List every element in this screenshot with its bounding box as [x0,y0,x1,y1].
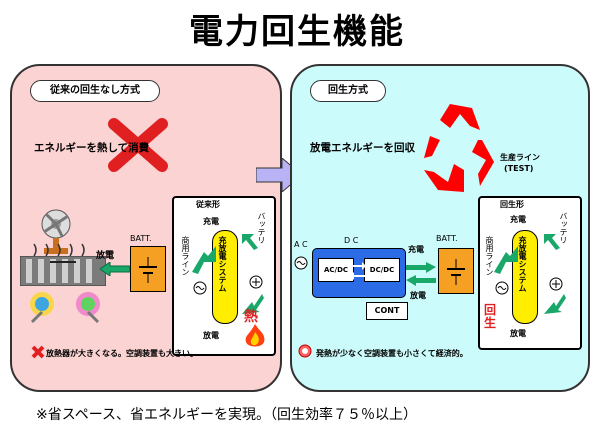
fan-icon [41,209,71,254]
page-title: 電力回生機能 [189,12,405,52]
conventional-method-label: 従来の回生なし方式 [30,80,160,102]
charge-label-right: 充電 [510,215,526,224]
dcdc-converter: DC/DC [364,258,400,282]
regen-energy-text: 放電エネルギーを回収 [310,142,415,154]
regenerative-note: 発熱が少なく空調装置も小さくて経済的。 [316,349,468,358]
charge-system-bar-right [512,230,538,324]
battery-icon [139,257,157,283]
battery-label-right: バッテリ [559,212,568,244]
charge-label-left: 充電 [203,217,219,226]
discharge-label-right: 放電 [510,329,526,338]
heat-wave-icon [33,243,85,257]
ac-label: A C [294,240,308,249]
discharge-label-left-bottom: 放電 [203,331,219,340]
cross-icon [108,118,168,172]
system-title-right: 回生形 [500,200,524,209]
production-line-label: 生産ライン [500,153,540,162]
regen-label: 回生 [484,303,497,330]
recycle-icon [424,104,494,192]
regenerative-method-label: 回生方式 [310,80,386,102]
circle-ok-icon [298,344,312,358]
heat-consume-text: エネルギーを熱して消費 [34,142,150,154]
ac-source-icon [294,256,308,270]
discharge-mid-label: 放電 [410,291,426,300]
dc-label: D C [344,236,359,245]
cross-small-icon [31,345,45,359]
flow-arrows-right [494,234,566,314]
battery-label-left: バッテリ [257,212,266,244]
bidirectional-arrow-icon [406,262,436,286]
batt-label-left: BATT. [130,234,152,243]
battery-box-left [130,246,166,292]
footer-note: ※省スペース、省エネルギーを実現。（回生効率７５％以上） [36,407,418,423]
commercial-line-left: 商用ライン [181,236,190,276]
charge-system-bar-left [212,230,238,324]
commercial-line-right: 商用ライン [485,236,494,276]
fire-icon [245,324,265,347]
system-label-left: 充放電システム [218,236,227,292]
system-title-left: 従来形 [196,200,220,209]
batt-label-right: BATT. [436,234,458,243]
arrow-left-icon [100,262,130,276]
charge-mid-label: 充電 [408,245,424,254]
bus-arrows-icon [350,262,366,280]
discharge-label-left: 放電 [96,251,115,261]
production-line-test-label: (TEST) [504,164,534,173]
battery-box-right [438,248,474,294]
heat-label: 熱 [244,309,258,325]
battery-icon-right [447,259,465,285]
flow-arrows-left [192,234,264,314]
cont-box: CONT [366,302,408,320]
heatsink-icon [20,256,106,286]
conventional-note: 放熱器が大きくなる。空調装置も大きい。 [46,349,198,358]
system-label-right: 充放電システム [518,236,527,292]
acdc-converter: AC/DC [318,258,354,282]
heat-radiate-icon [30,292,100,324]
